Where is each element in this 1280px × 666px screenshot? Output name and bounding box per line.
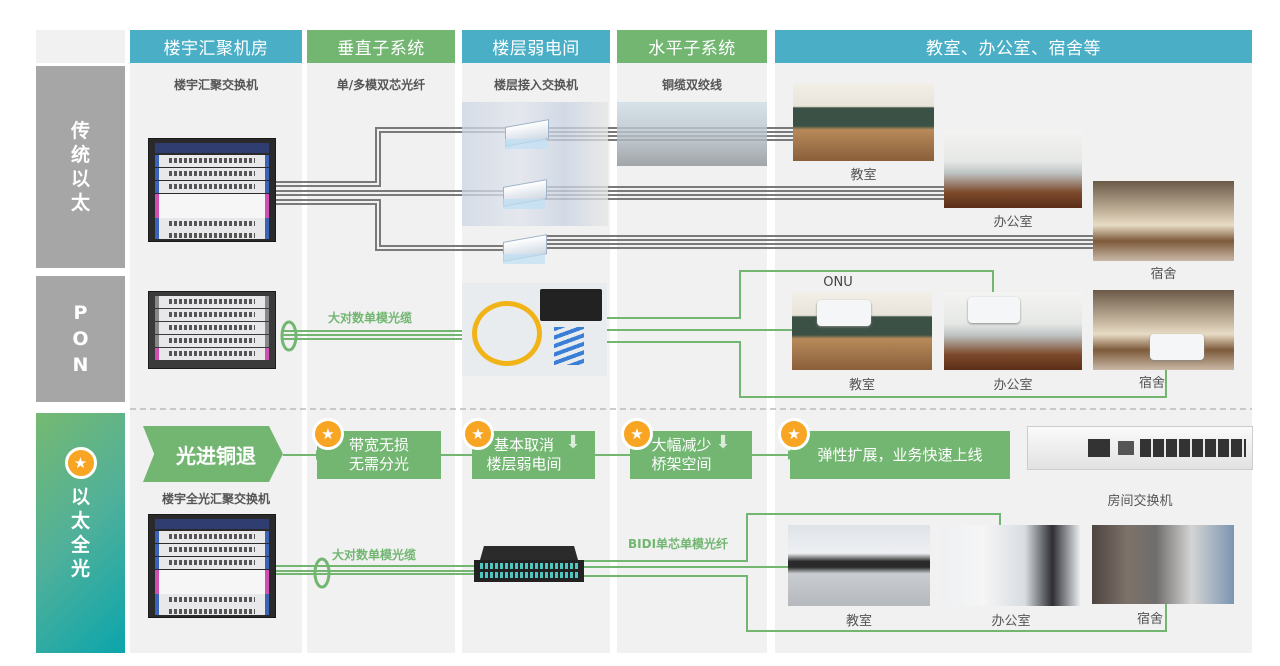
room-caption: 办公室 bbox=[993, 378, 1033, 393]
access-switch-icon bbox=[505, 115, 549, 149]
room-caption: 办公室 bbox=[993, 215, 1033, 230]
classroom-photo bbox=[793, 83, 934, 161]
row-label-char: 传 bbox=[70, 120, 90, 142]
cable-label-multi-pair-fiber: 大对数单模光缆 bbox=[332, 548, 417, 562]
benefit-line: 无需分光 bbox=[348, 455, 409, 473]
column-header-floor-closet: 楼层弱电间 bbox=[462, 30, 610, 63]
fiber-patch-panel bbox=[474, 546, 584, 582]
subtitle-access-switch: 楼层接入交换机 bbox=[493, 78, 578, 92]
row-label-char: N bbox=[72, 354, 89, 376]
star-icon: ★ bbox=[778, 418, 810, 450]
pon-fiber bbox=[283, 270, 1167, 398]
aggregation-switch-chassis bbox=[148, 138, 276, 242]
row-label-char: 太 bbox=[70, 192, 90, 214]
row-label-all-optical-ethernet: ★ 以 太 全 光 bbox=[36, 413, 125, 653]
column-header-horizontal-subsystem: 水平子系统 bbox=[617, 30, 767, 63]
arrow-down-icon: ⬇ bbox=[715, 432, 731, 453]
subtitle-fiber: 单/多模双芯光纤 bbox=[336, 78, 426, 92]
olt-chassis bbox=[148, 291, 276, 369]
column-header-rooms: 教室、办公室、宿舍等 bbox=[775, 30, 1252, 63]
subtitle-copper: 铜缆双绞线 bbox=[661, 78, 722, 92]
onu-label: ONU bbox=[823, 275, 853, 290]
plc-splitter-photo bbox=[462, 283, 607, 376]
star-icon: ★ bbox=[312, 418, 344, 450]
core-switch-label: 楼宇全光汇聚交换机 bbox=[161, 492, 270, 506]
row-label-char: 以 bbox=[70, 486, 90, 508]
star-icon: ★ bbox=[64, 447, 97, 479]
row-label-char: 以 bbox=[70, 168, 90, 190]
cable-bundle-ring bbox=[313, 557, 331, 589]
column-header-vertical-subsystem: 垂直子系统 bbox=[307, 30, 455, 63]
benefit-line: 大幅减少 bbox=[651, 436, 712, 454]
room-switch-label: 房间交换机 bbox=[1107, 494, 1173, 509]
row-label-char: 光 bbox=[70, 558, 90, 580]
row-label-char: 全 bbox=[70, 534, 90, 556]
office-photo bbox=[942, 525, 1080, 606]
all-optical-aggregation-switch-chassis bbox=[148, 514, 276, 618]
star-icon: ★ bbox=[621, 418, 653, 450]
all-optical-fiber bbox=[273, 454, 1167, 632]
row-label-char: P bbox=[73, 302, 88, 324]
cable-label-multi-pair-fiber: 大对数单模光缆 bbox=[328, 311, 413, 325]
copper-bundle-middle bbox=[272, 186, 945, 200]
subtitle-aggregation-switch: 楼宇汇聚交换机 bbox=[173, 78, 258, 92]
benefit-line: 带宽无损 bbox=[348, 436, 409, 454]
office-photo bbox=[944, 130, 1082, 208]
dormitory-photo bbox=[1092, 525, 1234, 604]
banner-text: 光进铜退 bbox=[176, 443, 256, 468]
row-label-pon: P O N bbox=[36, 276, 125, 402]
row-label-char: 统 bbox=[70, 144, 90, 166]
benefit-box: 大幅减少 桥架空间 ⬇ bbox=[630, 431, 752, 479]
room-caption: 办公室 bbox=[991, 614, 1031, 629]
access-switch-icon bbox=[503, 230, 547, 264]
arrow-down-icon: ⬇ bbox=[565, 432, 581, 453]
row-label-char: O bbox=[72, 328, 89, 350]
cable-tray-photo bbox=[617, 102, 767, 166]
corner-cell bbox=[36, 30, 125, 63]
column-header-building-room: 楼宇汇聚机房 bbox=[130, 30, 302, 63]
dormitory-photo bbox=[1093, 181, 1234, 261]
room-caption: 教室 bbox=[848, 378, 875, 393]
benefit-line: 楼层弱电间 bbox=[486, 455, 562, 473]
cable-label-bidi-fiber: BIDI单芯单模光纤 bbox=[628, 537, 729, 551]
room-switch-device bbox=[1027, 426, 1253, 470]
benefit-box: 弹性扩展，业务快速上线 bbox=[790, 431, 1010, 479]
room-caption: 教室 bbox=[850, 168, 877, 183]
onu-device-icon bbox=[968, 297, 1020, 323]
room-caption: 教室 bbox=[845, 614, 872, 629]
benefit-line: 基本取消 bbox=[493, 436, 554, 454]
benefit-line: 桥架空间 bbox=[651, 455, 712, 473]
copper-bundle-bottom bbox=[272, 199, 1093, 251]
onu-device-icon bbox=[817, 300, 871, 326]
classroom-photo bbox=[788, 525, 930, 606]
room-caption: 宿舍 bbox=[1138, 376, 1165, 391]
room-caption: 宿舍 bbox=[1136, 612, 1163, 627]
banner-fiber-in-copper-out: 光进铜退 bbox=[143, 426, 283, 482]
benefit-line: 弹性扩展，业务快速上线 bbox=[817, 445, 983, 464]
onu-device-icon bbox=[1150, 334, 1204, 360]
row-label-traditional-ethernet: 传 统 以 太 bbox=[36, 66, 125, 268]
cable-bundle-ring bbox=[280, 320, 298, 352]
access-switch-icon bbox=[503, 175, 547, 209]
row-label-char: 太 bbox=[70, 510, 90, 532]
room-caption: 宿舍 bbox=[1150, 267, 1177, 282]
star-icon: ★ bbox=[462, 418, 494, 450]
